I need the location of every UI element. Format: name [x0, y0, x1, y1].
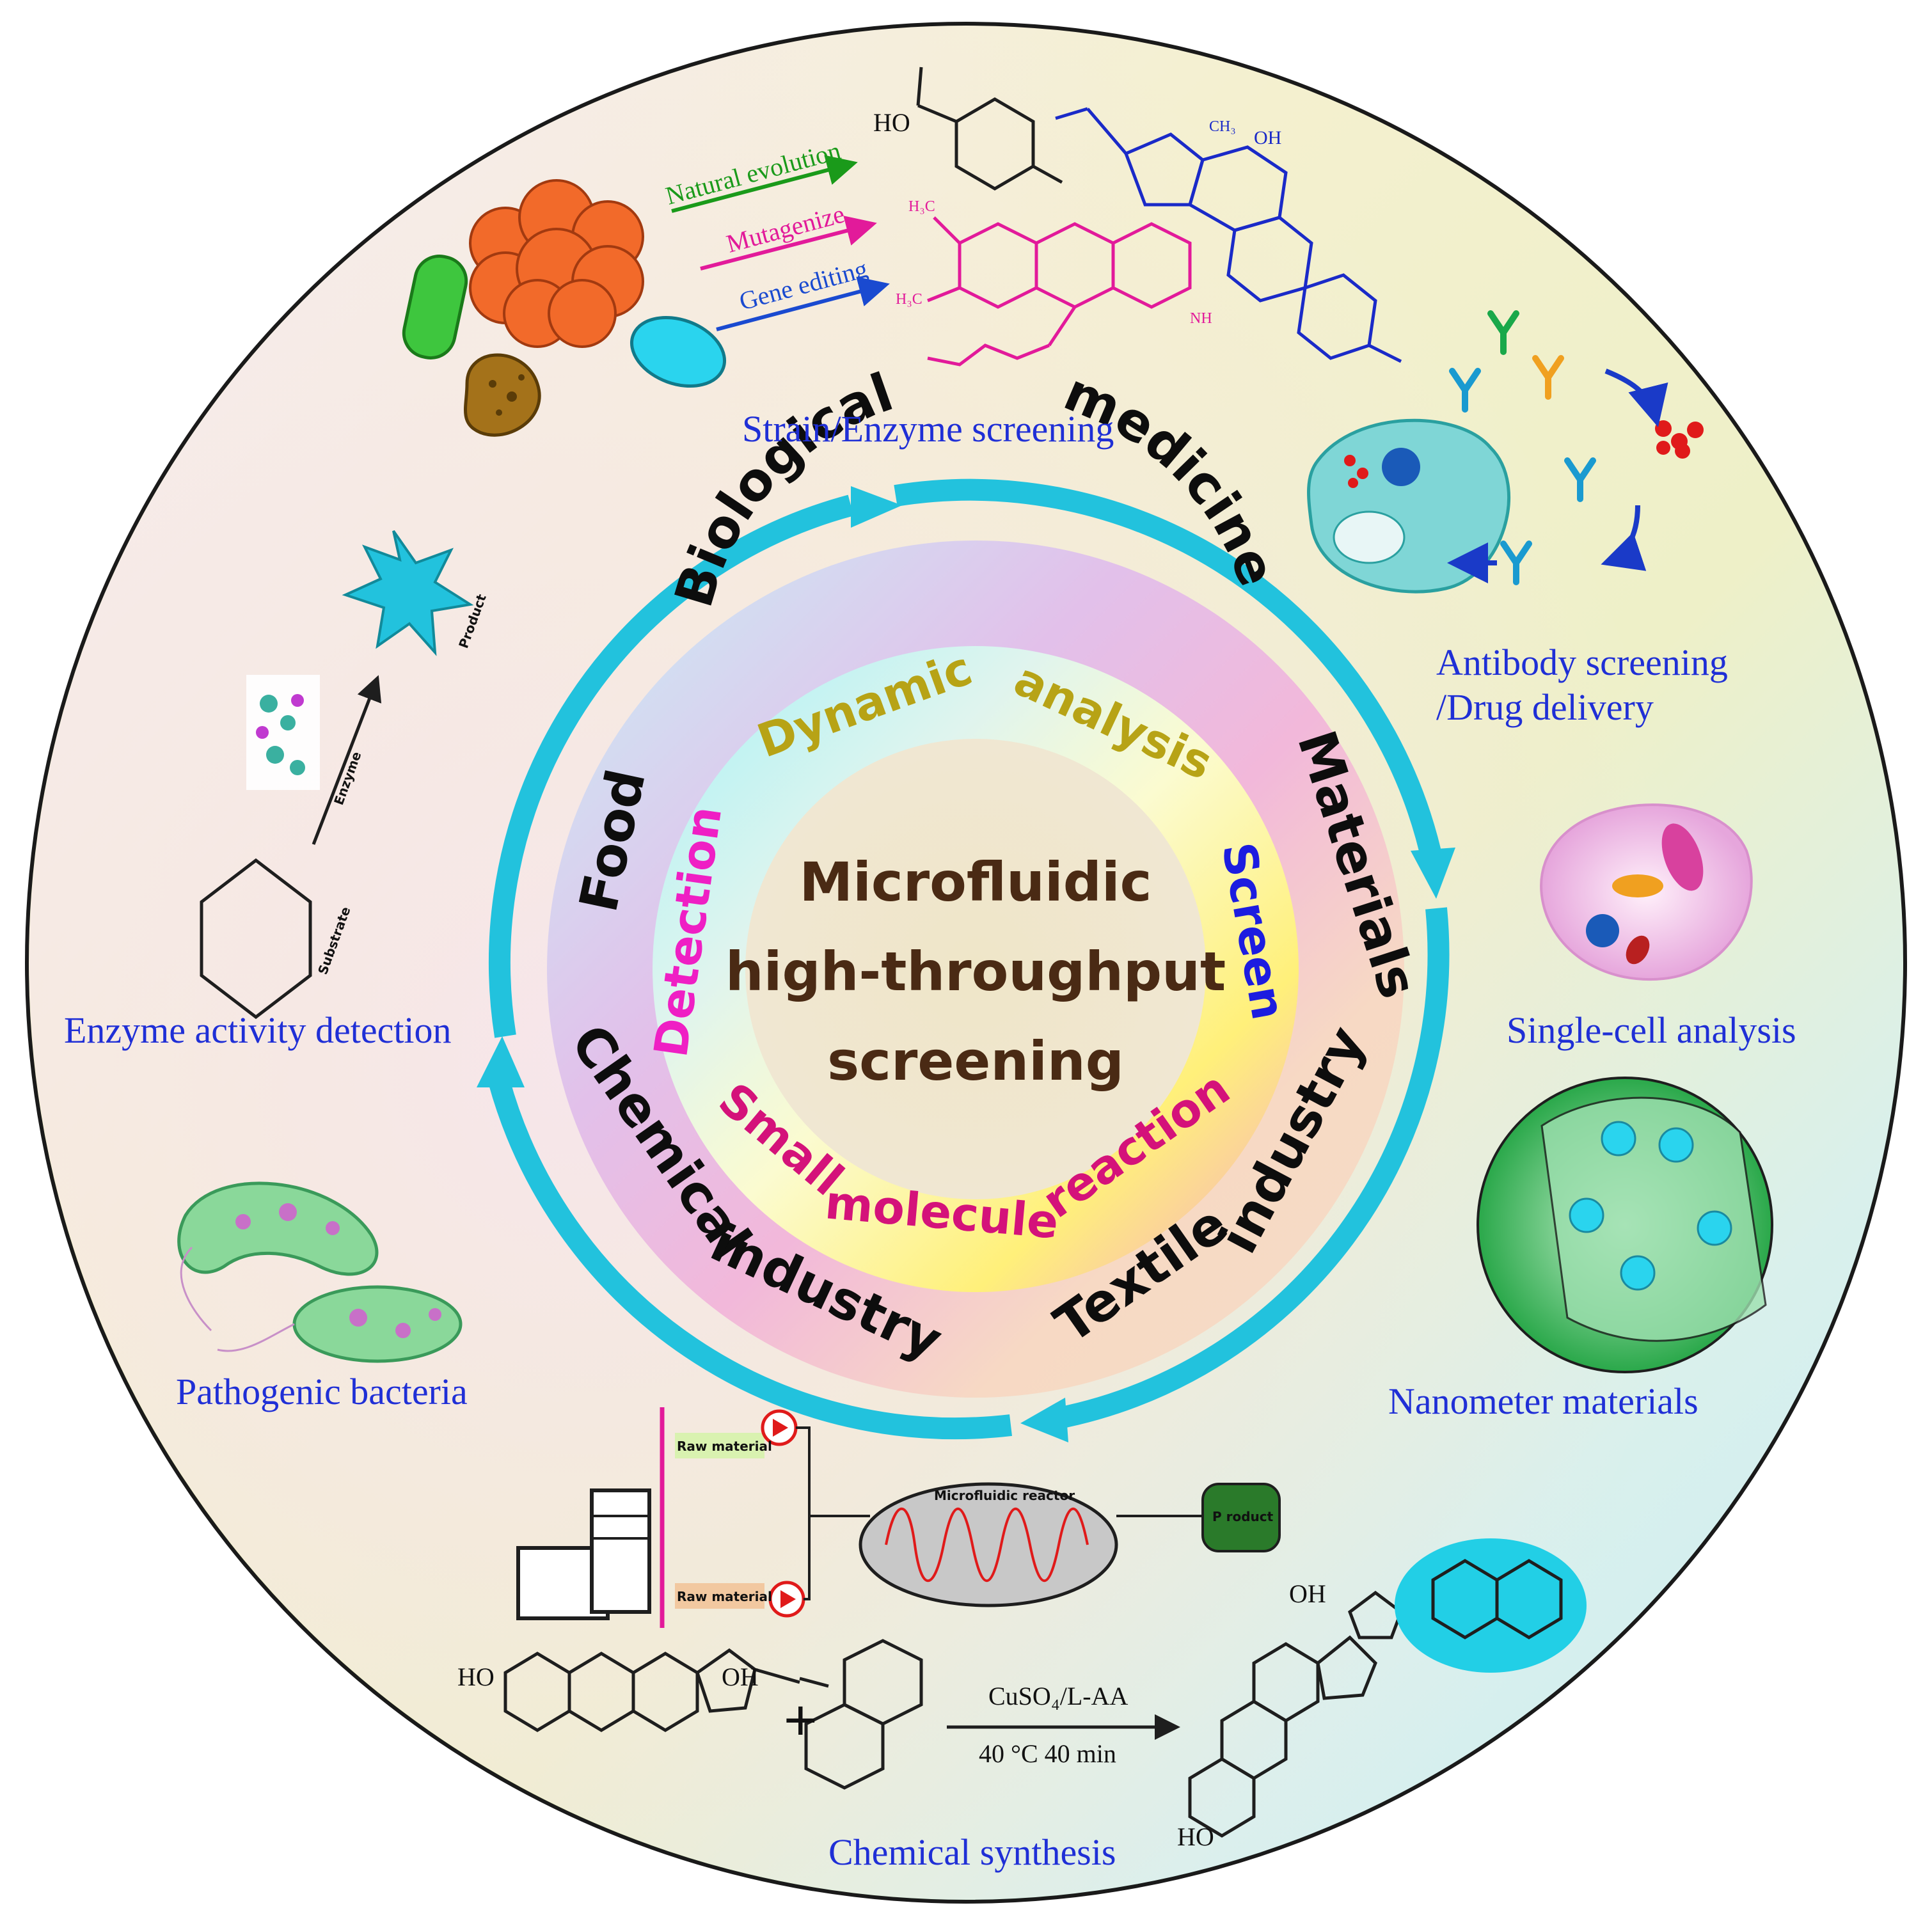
chemical-synthesis-label: Chemical synthesis — [828, 1831, 1116, 1873]
molecule-riboflavin — [927, 216, 1192, 367]
oh-label-estradiol: OH — [722, 1662, 759, 1691]
cycle-arrowheads — [477, 486, 1455, 1442]
product-reactor-label: P roduct — [1212, 1509, 1274, 1524]
enzyme-activity-label: Enzyme activity detection — [64, 1009, 452, 1051]
conditions-label: 40 °C 40 min — [979, 1739, 1116, 1768]
center-line-1: Microfluidic — [800, 851, 1152, 913]
molecule-cortisol — [1055, 107, 1402, 363]
reaction-molecules — [503, 1590, 1403, 1838]
center-line-3: screening — [827, 1030, 1124, 1093]
plus-sign: + — [784, 1689, 818, 1753]
antibody-label-line1: Antibody screening — [1436, 642, 1728, 683]
microfluidic-reactor-label: Microfluidic reactor — [934, 1488, 1075, 1503]
single-cell-label: Single-cell analysis — [1507, 1009, 1796, 1051]
single-cell-illustration — [1540, 803, 1753, 981]
h3c-label-1: H₃C — [908, 198, 935, 215]
ho-label-acid: HO — [873, 108, 910, 137]
ho-label-product: HO — [1177, 1822, 1214, 1851]
ho-label-estradiol: HO — [457, 1662, 495, 1691]
coumarin-highlight — [1395, 1538, 1587, 1673]
pathogenic-illustration — [177, 1181, 463, 1363]
nh-label: NH — [1190, 310, 1212, 327]
ch3-label: CH₃ — [1209, 118, 1236, 135]
nanometer-illustration — [1477, 1077, 1773, 1373]
center-disk — [745, 739, 1206, 1199]
molecule-coumalic-acid — [916, 67, 1063, 191]
antibody-label-line2: /Drug delivery — [1436, 686, 1654, 728]
strain-enzyme-label: Strain/Enzyme screening — [742, 408, 1114, 450]
strain-illustration — [402, 179, 727, 437]
reactor-setup — [516, 1407, 1281, 1628]
pathogenic-label: Pathogenic bacteria — [176, 1371, 468, 1412]
raw-material-label-1: Raw material — [677, 1439, 772, 1454]
antibody-cell-illustration — [1307, 310, 1704, 594]
center-line-2: high-throughput — [725, 940, 1226, 1003]
strain-arrows — [671, 155, 890, 331]
nanometer-label: Nanometer materials — [1388, 1380, 1698, 1422]
reagent-label: CuSO₄/L-AA — [988, 1682, 1128, 1710]
oh-label-product: OH — [1289, 1579, 1326, 1608]
cycle-arrows — [488, 478, 1450, 1440]
enzyme-illustration — [200, 530, 474, 1020]
oh-label-cortisol: OH — [1254, 127, 1281, 148]
raw-material-label-2: Raw material — [677, 1589, 772, 1604]
h3c-label-2: H₃C — [896, 291, 922, 308]
